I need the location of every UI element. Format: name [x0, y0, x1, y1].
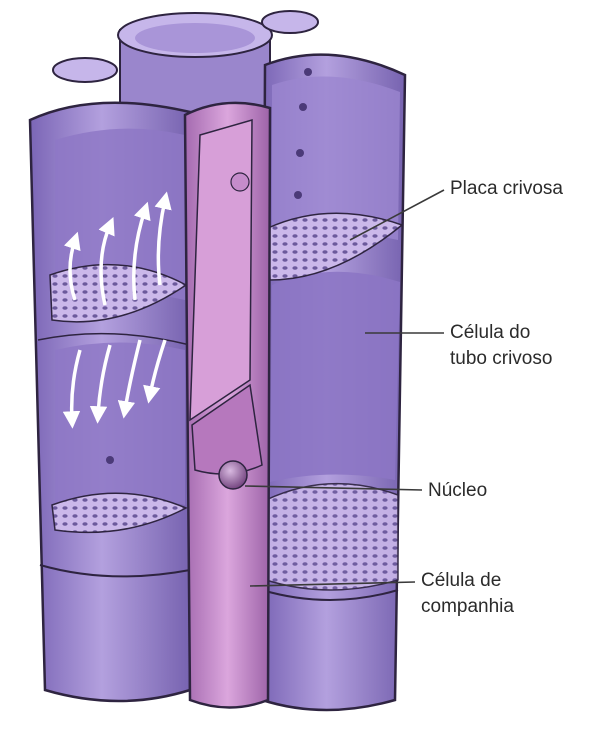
sieve-plate-lower-right — [266, 484, 398, 590]
label-celula-tubo-line2: tubo crivoso — [450, 346, 552, 372]
label-celula-comp-line1: Célula de — [421, 568, 514, 594]
right-sieve-tube — [262, 55, 405, 710]
label-celula-tubo-line1: Célula do — [450, 320, 552, 346]
label-placa-crivosa: Placa crivosa — [450, 176, 563, 202]
label-celula-companhia: Célula de companhia — [421, 568, 514, 620]
nucleus — [219, 461, 247, 489]
label-nucleo: Núcleo — [428, 478, 487, 504]
label-nucleo-text: Núcleo — [428, 480, 487, 501]
label-placa-crivosa-text: Placa crivosa — [450, 178, 563, 199]
left-sieve-tube — [30, 103, 190, 701]
label-celula-tubo-crivoso: Célula do tubo crivoso — [450, 320, 552, 372]
label-celula-comp-line2: companhia — [421, 594, 514, 620]
companion-cell — [185, 103, 270, 708]
